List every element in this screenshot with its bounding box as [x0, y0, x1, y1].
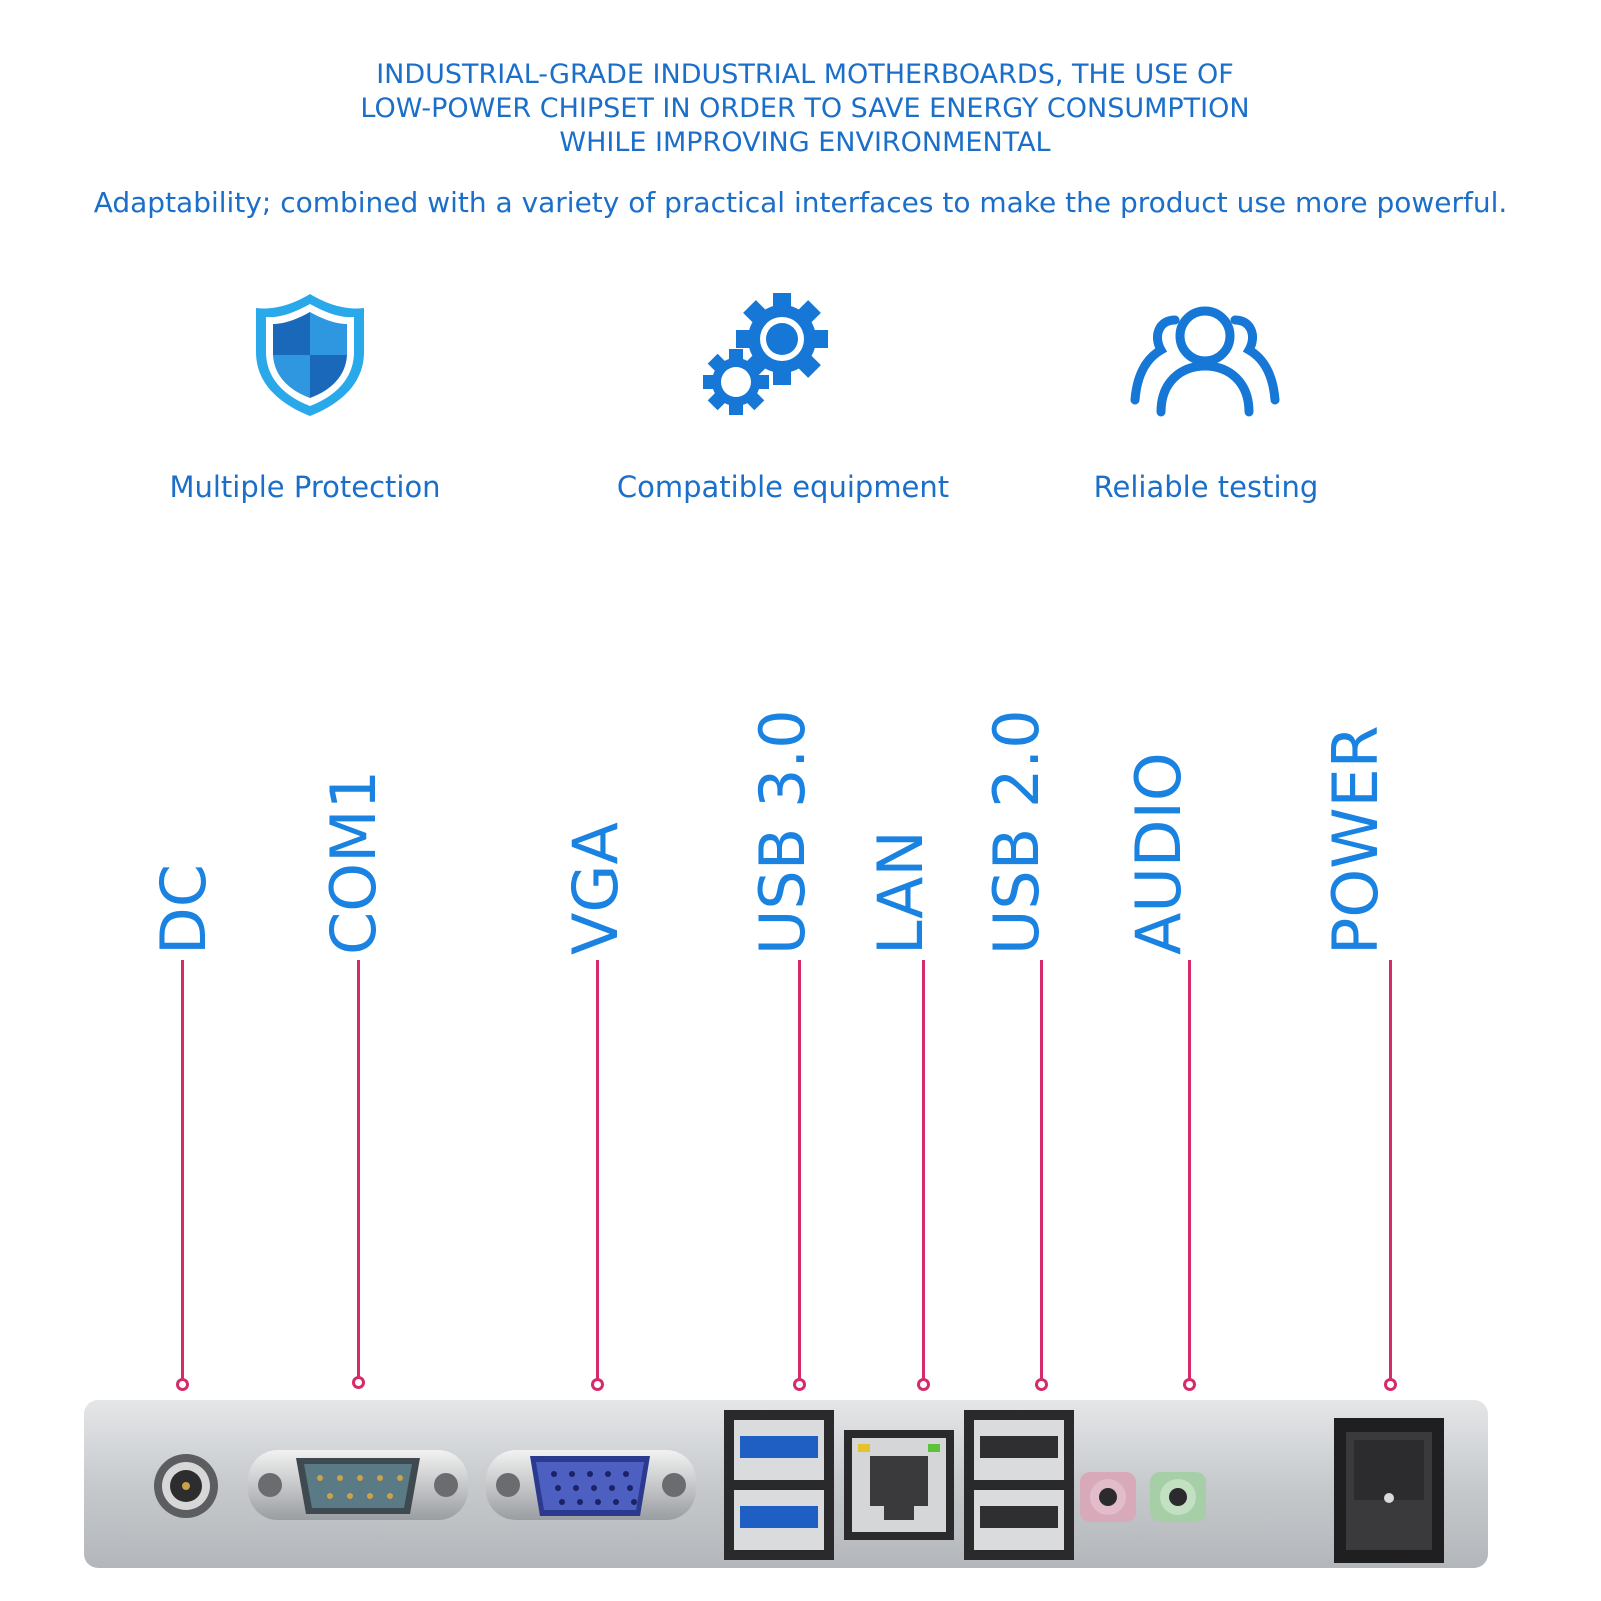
port-label-usb3: USB 3.0: [746, 709, 819, 955]
subtitle: Adaptability; combined with a variety of…: [93, 186, 1508, 219]
leader-dot-dc: [176, 1378, 189, 1391]
vga-connector: [486, 1450, 696, 1520]
port-label-dc: DC: [147, 863, 220, 955]
leader-line-dc: [181, 960, 184, 1380]
leader-dot-lan: [917, 1378, 930, 1391]
leader-dot-audio: [1183, 1378, 1196, 1391]
com1-connector: [248, 1450, 468, 1520]
power-switch: [1334, 1418, 1444, 1563]
leader-dot-com1: [352, 1376, 365, 1389]
usb3-ports: [724, 1410, 834, 1560]
leader-line-audio: [1188, 960, 1191, 1380]
port-label-usb2: USB 2.0: [980, 709, 1053, 955]
gears-icon: [703, 293, 828, 415]
leader-dot-vga: [591, 1378, 604, 1391]
headline-line-3: WHILE IMPROVING ENVIRONMENTAL: [559, 127, 1051, 158]
leader-line-usb3: [798, 960, 801, 1380]
feature-label-compatible-equipment: Compatible equipment: [616, 470, 950, 504]
leader-line-vga: [596, 960, 599, 1380]
headline-line-2: LOW-POWER CHIPSET IN ORDER TO SAVE ENERG…: [360, 93, 1250, 124]
headline: INDUSTRIAL-GRADE INDUSTRIAL MOTHERBOARDS…: [200, 58, 1410, 160]
leader-line-lan: [922, 960, 925, 1380]
feature-label-multiple-protection: Multiple Protection: [169, 470, 441, 504]
headline-line-1: INDUSTRIAL-GRADE INDUSTRIAL MOTHERBOARDS…: [376, 59, 1234, 90]
users-icon: [1130, 306, 1280, 417]
port-label-audio: AUDIO: [1122, 752, 1195, 955]
dc-jack: [154, 1454, 218, 1518]
port-label-power: POWER: [1319, 725, 1392, 955]
lan-port: [844, 1430, 954, 1540]
io-port-panel: [84, 1400, 1488, 1568]
audio-jacks: [1080, 1472, 1206, 1522]
leader-dot-usb2: [1035, 1378, 1048, 1391]
usb2-ports: [964, 1410, 1074, 1560]
leader-line-usb2: [1040, 960, 1043, 1380]
port-label-lan: LAN: [864, 830, 937, 955]
leader-line-com1: [357, 960, 360, 1378]
shield-icon: [256, 294, 364, 416]
leader-dot-usb3: [793, 1378, 806, 1391]
port-label-vga: VGA: [559, 822, 632, 955]
feature-label-reliable-testing: Reliable testing: [1093, 470, 1319, 504]
leader-line-power: [1389, 960, 1392, 1380]
leader-dot-power: [1384, 1378, 1397, 1391]
port-label-com1: COM1: [317, 769, 390, 955]
